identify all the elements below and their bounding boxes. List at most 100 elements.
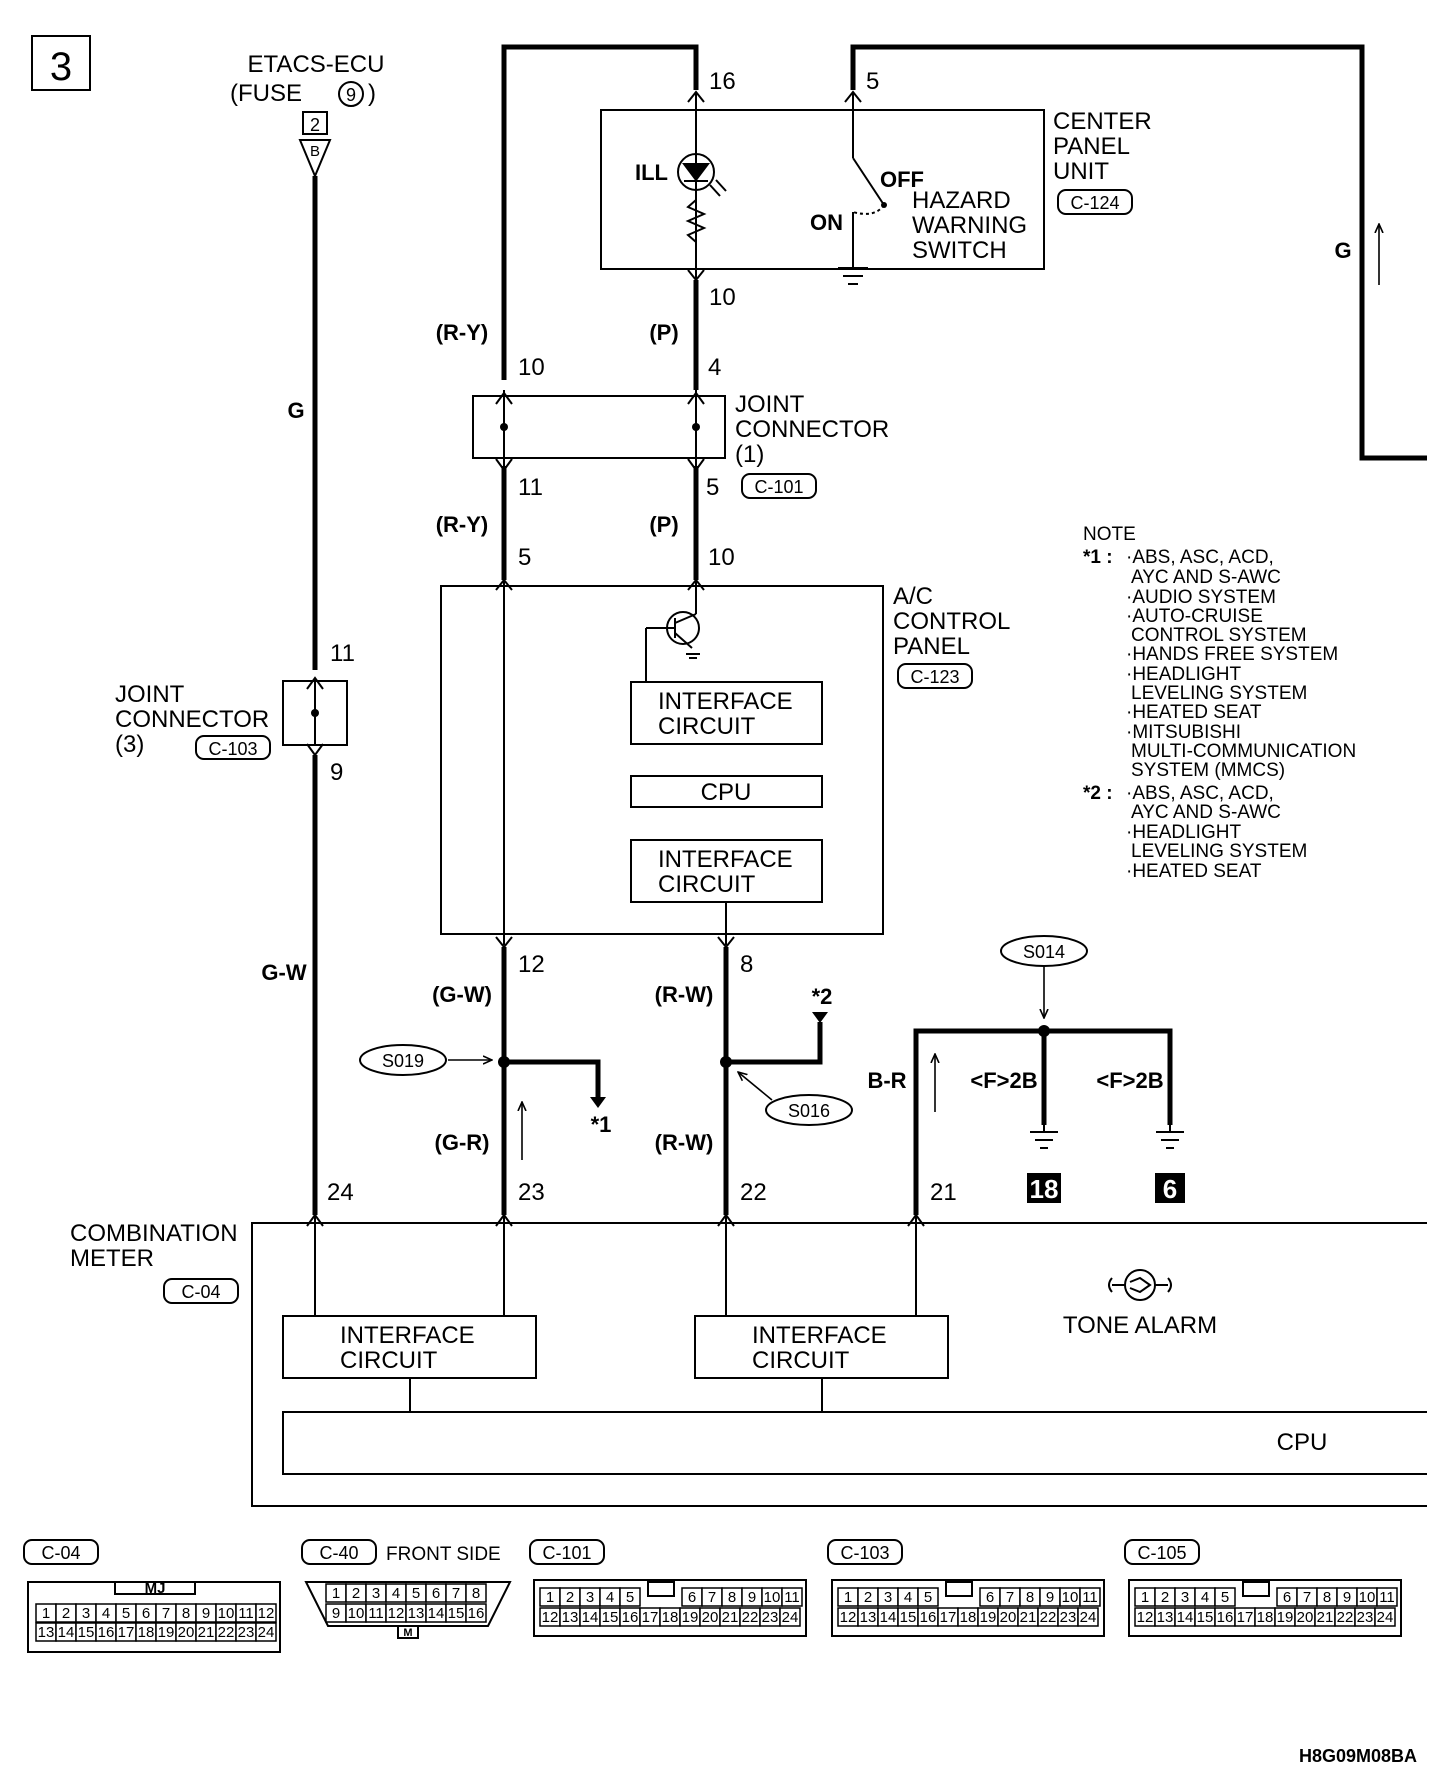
connector-pin-cell bbox=[465, 1603, 487, 1623]
view-c103-title: C-103 bbox=[840, 1543, 889, 1563]
cp-on-label: ON bbox=[810, 210, 843, 235]
connector-pin-number: 7 bbox=[1006, 1589, 1014, 1606]
jc1-arrow-p-top bbox=[687, 391, 705, 405]
connector-pin-number: 9 bbox=[332, 1605, 340, 1622]
splice-s016: S016 bbox=[788, 1101, 830, 1121]
connector-pin-number: 23 bbox=[238, 1624, 255, 1641]
note-star2-item: ·HEADLIGHT bbox=[1126, 822, 1241, 843]
connector-pin-number: 18 bbox=[1257, 1609, 1274, 1626]
connector-pin-cell bbox=[1079, 1587, 1101, 1607]
jc1-dot-ry bbox=[500, 423, 508, 431]
connector-pin-number: 1 bbox=[42, 1605, 50, 1622]
connector-pin-number: 24 bbox=[782, 1609, 799, 1626]
meter-label-1: COMBINATION bbox=[70, 1220, 238, 1247]
connector-pin-number: 16 bbox=[1217, 1609, 1234, 1626]
hazard-switch-blade bbox=[852, 157, 885, 206]
connector-pin-number: 13 bbox=[38, 1624, 55, 1641]
view-c101-badge bbox=[529, 1539, 605, 1565]
view-c40-title: C-40 bbox=[319, 1543, 358, 1563]
connector-pin-number: 5 bbox=[924, 1589, 932, 1606]
cp-title-2: PANEL bbox=[1053, 133, 1130, 160]
connector-pin-number: 14 bbox=[58, 1624, 75, 1641]
ac-cpu-box bbox=[630, 775, 823, 808]
speaker-icon-lead-left bbox=[1108, 1277, 1125, 1293]
splice-s014-badge bbox=[1000, 935, 1088, 967]
connector-pin-number: 17 bbox=[1237, 1609, 1254, 1626]
connector-pin-number: 15 bbox=[1197, 1609, 1214, 1626]
connector-pin-number: 9 bbox=[202, 1605, 210, 1622]
connector-pin-number: 13 bbox=[860, 1609, 877, 1626]
connector-pin-number: 12 bbox=[1137, 1609, 1154, 1626]
connector-pin-number: 22 bbox=[1337, 1609, 1354, 1626]
connector-pin-number: 11 bbox=[368, 1605, 384, 1622]
note-star1-item: CONTROL SYSTEM bbox=[1131, 625, 1307, 646]
note-star1-item: ·AUTO-CRUISE bbox=[1126, 606, 1263, 627]
jc1-label-3: (1) bbox=[735, 441, 764, 468]
connector-pin-number: 18 bbox=[960, 1609, 977, 1626]
connector-pin-number: 19 bbox=[980, 1609, 997, 1626]
star2-label: *2 bbox=[812, 984, 833, 1009]
connector-pin-cell bbox=[465, 1583, 487, 1603]
connector-pin-number: 13 bbox=[562, 1609, 579, 1626]
connector-pin-number: 7 bbox=[162, 1605, 170, 1622]
jc3-pin-9: 9 bbox=[330, 759, 343, 786]
connector-pin-number: 18 bbox=[662, 1609, 679, 1626]
meter-interface-1-line1: INTERFACE bbox=[340, 1322, 475, 1349]
etacs-pin-box bbox=[302, 111, 328, 135]
meter-interface-1-line2: CIRCUIT bbox=[340, 1347, 438, 1374]
view-c04-badge bbox=[23, 1539, 99, 1565]
note-star1-list: ·ABS, ASC, ACD, AYC AND S-AWC ·AUDIO SYS… bbox=[1126, 547, 1356, 781]
connector-pin-number: 8 bbox=[1026, 1589, 1034, 1606]
connector-pin-number: 3 bbox=[586, 1589, 594, 1606]
cp-off-label: OFF bbox=[880, 167, 924, 192]
connector-pin-number: 14 bbox=[428, 1605, 445, 1622]
connector-pin-number: 7 bbox=[1303, 1589, 1311, 1606]
ground-f2b-1: <F>2B bbox=[970, 1068, 1037, 1093]
connector-pin-number: 15 bbox=[448, 1605, 465, 1622]
connector-pin-number: 12 bbox=[258, 1605, 275, 1622]
connector-pin-number: 10 bbox=[218, 1605, 235, 1622]
ac-cpu: CPU bbox=[701, 779, 752, 806]
ac-interface-1-box bbox=[630, 681, 823, 745]
hazard-label-3: SWITCH bbox=[912, 237, 1007, 264]
connector-pin-number: 2 bbox=[62, 1605, 70, 1622]
jc3-label-2: CONNECTOR bbox=[115, 706, 269, 733]
wire-gw-paren-label: (G-W) bbox=[432, 982, 492, 1007]
connector-pin-number: 21 bbox=[722, 1609, 739, 1626]
connector-pin-number: 5 bbox=[122, 1605, 130, 1622]
connector-pin-number: 17 bbox=[940, 1609, 957, 1626]
ill-ray-1 bbox=[709, 184, 721, 197]
ac-pin-5: 5 bbox=[518, 544, 531, 571]
view-c40-key bbox=[397, 1625, 419, 1639]
s016-pointer bbox=[738, 1072, 773, 1101]
connector-pin-number: 22 bbox=[742, 1609, 759, 1626]
note-star1-item: AYC AND S-AWC bbox=[1131, 567, 1281, 588]
connector-pin-number: 3 bbox=[884, 1589, 892, 1606]
note-title: NOTE bbox=[1083, 524, 1136, 545]
jc1-box bbox=[472, 395, 726, 459]
connector-pin-number: 23 bbox=[762, 1609, 779, 1626]
connector-pin-number: 6 bbox=[142, 1605, 150, 1622]
meter-interface-2-line2: CIRCUIT bbox=[752, 1347, 850, 1374]
view-c105-title: C-105 bbox=[1137, 1543, 1186, 1563]
connector-pin-number: 10 bbox=[1062, 1589, 1079, 1606]
connector-pin-number: 16 bbox=[468, 1605, 485, 1622]
view-c04-mark: MJ bbox=[145, 1580, 166, 1597]
connector-pin-number: 21 bbox=[1317, 1609, 1334, 1626]
note-star1-item: ·ABS, ASC, ACD, bbox=[1126, 547, 1274, 568]
cp-connector-badge bbox=[1057, 189, 1133, 215]
connector-pin-number: 10 bbox=[1359, 1589, 1376, 1606]
view-c103-badge bbox=[827, 1539, 903, 1565]
ground-f2b-2: <F>2B bbox=[1096, 1068, 1163, 1093]
jc1-label-1: JOINT bbox=[735, 391, 805, 418]
speaker-icon-lead-right bbox=[1155, 1277, 1172, 1293]
connector-pin-number: 5 bbox=[626, 1589, 634, 1606]
connector-pin-number: 2 bbox=[352, 1585, 360, 1602]
ac-ground-icon bbox=[686, 653, 700, 659]
hazard-label-2: WARNING bbox=[912, 212, 1027, 239]
connector-pin-number: 3 bbox=[1181, 1589, 1189, 1606]
connector-pin-cell bbox=[779, 1607, 801, 1627]
